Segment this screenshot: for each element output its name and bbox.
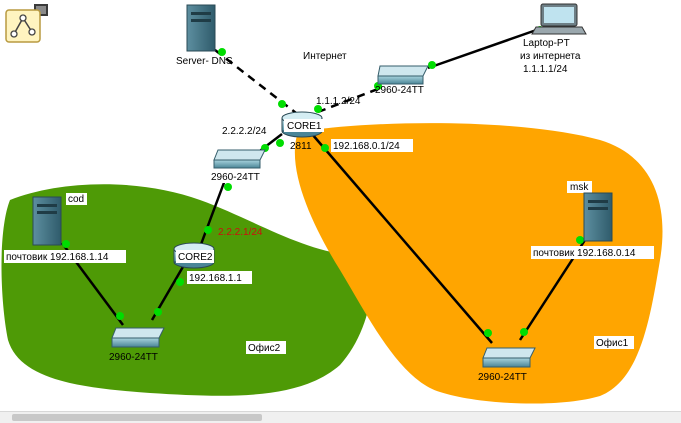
laptop-desc: из интернета: [520, 51, 581, 62]
scrollbar-thumb[interactable]: [12, 414, 262, 421]
link-status-dot: [314, 105, 322, 113]
link-status-dot: [224, 183, 232, 191]
link-status-dot: [116, 312, 124, 320]
laptop-ip: 1.1.1.1/24: [523, 64, 568, 75]
server-cod-ip: почтовик 192.168.1.14: [6, 252, 109, 263]
server-dns[interactable]: [186, 4, 216, 52]
switch-office2[interactable]: [111, 327, 165, 348]
link-core1-switch-office1[interactable]: [311, 133, 493, 344]
server-msk-label: msk: [570, 182, 589, 193]
link-status-dot: [576, 236, 584, 244]
laptop-internet[interactable]: [531, 3, 587, 35]
core2-label: CORE2: [178, 252, 213, 263]
switch-core-link[interactable]: [213, 149, 266, 169]
switch-core-link-label: 2960-24TT: [211, 172, 260, 183]
core1-ip-internet: 1.1.1.2/24: [316, 96, 361, 107]
link-status-dot: [278, 100, 286, 108]
switch-internet-label: 2960-24TT: [375, 85, 424, 96]
switch-internet[interactable]: [377, 65, 429, 85]
core1-label: CORE1: [287, 121, 322, 132]
core1-ip-lan: 192.168.0.1/24: [333, 141, 400, 152]
laptop-name: Laptop-PT: [523, 38, 570, 49]
switch-office1-label: 2960-24TT: [478, 372, 527, 383]
link-status-dot: [218, 48, 226, 56]
core2-ip-core1: 2.2.2.1/24: [218, 227, 263, 238]
link-status-dot: [276, 139, 284, 147]
server-cod-label: cod: [68, 194, 84, 205]
link-status-dot: [428, 61, 436, 69]
server-dns-label: Server- DNS: [176, 56, 233, 67]
link-status-dot: [484, 329, 492, 337]
core1-model: 2811: [290, 141, 312, 152]
server-cod[interactable]: [32, 196, 62, 246]
link-status-dot: [62, 240, 70, 248]
link-status-dot: [520, 328, 528, 336]
office2-label: Офис2: [248, 342, 281, 354]
core1-ip-core2: 2.2.2.2/24: [222, 126, 267, 137]
switch-office2-label: 2960-24TT: [109, 352, 158, 363]
link-switch-internet-laptop[interactable]: [427, 25, 546, 70]
link-status-dot: [154, 308, 162, 316]
link-core1-switch-internet[interactable]: [317, 85, 384, 114]
switch-office1[interactable]: [482, 347, 536, 368]
link-switch-core-core2[interactable]: [198, 179, 227, 248]
internet-label: Интернет: [303, 51, 347, 62]
core2-ip-lan: 192.168.1.1: [189, 273, 242, 284]
network-diagram: Server- DNS Интернет Laptop-PT из интерн…: [1, 3, 663, 404]
office1-zone: [294, 123, 663, 404]
topology-tool-icon[interactable]: [4, 2, 50, 44]
link-status-dot: [321, 144, 329, 152]
link-status-dot: [176, 278, 184, 286]
horizontal-scrollbar[interactable]: [0, 411, 681, 423]
server-msk[interactable]: [583, 192, 613, 242]
server-msk-ip: почтовик 192.168.0.14: [533, 248, 636, 259]
office1-label: Офис1: [596, 337, 629, 349]
link-status-dot: [204, 226, 212, 234]
